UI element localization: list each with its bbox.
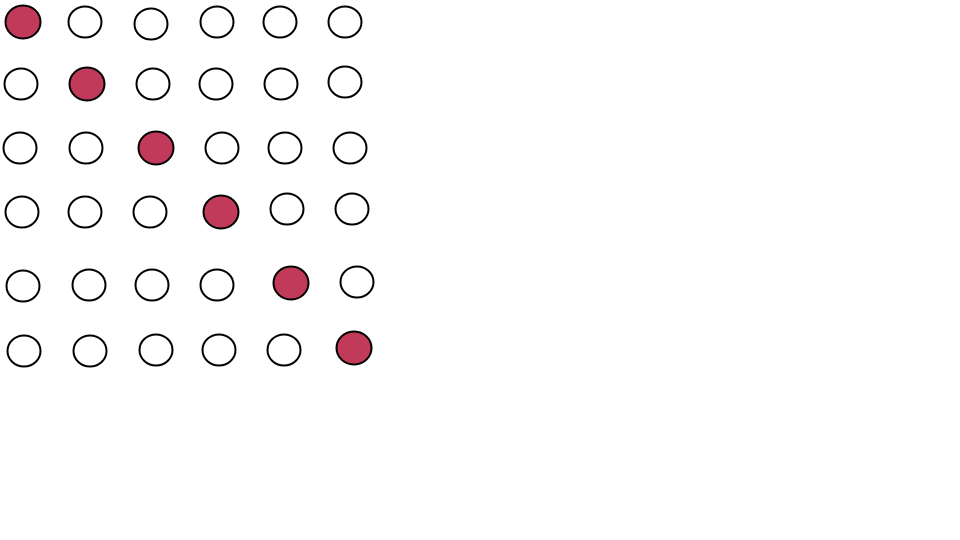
empty-dot-r2-c5 (263, 67, 299, 101)
empty-dot-r4-c5 (269, 192, 305, 226)
empty-dot-r2-c4 (198, 67, 234, 101)
empty-dot-r5-c2 (71, 268, 107, 302)
empty-dot-r2-c3 (135, 67, 171, 101)
empty-dot-r1-c5 (262, 5, 298, 39)
empty-dot-r4-c6 (334, 192, 370, 226)
empty-dot-r3-c1 (2, 131, 38, 165)
empty-dot-r6-c3 (138, 333, 174, 367)
filled-dot-r1-c1 (4, 4, 42, 40)
empty-dot-r6-c4 (201, 333, 237, 367)
empty-dot-r4-c1 (4, 195, 40, 229)
empty-dot-r6-c5 (266, 333, 302, 367)
empty-dot-r3-c5 (267, 131, 303, 165)
empty-dot-r2-c1 (3, 67, 39, 101)
empty-dot-r1-c3 (133, 7, 169, 41)
empty-dot-r3-c2 (68, 131, 104, 165)
empty-dot-r6-c2 (72, 334, 108, 368)
empty-dot-r2-c6 (327, 65, 363, 99)
dot-grid (2, 4, 375, 368)
empty-dot-r1-c2 (67, 5, 103, 39)
empty-dot-r3-c4 (204, 131, 240, 165)
empty-dot-r6-c1 (6, 334, 42, 368)
empty-dot-r5-c1 (5, 269, 41, 303)
filled-dot-r3-c3 (137, 130, 175, 166)
empty-dot-r5-c3 (134, 268, 170, 302)
filled-dot-r4-c4 (202, 194, 240, 230)
empty-dot-r1-c4 (199, 5, 235, 39)
empty-dot-r4-c3 (132, 195, 168, 229)
empty-dot-r3-c6 (332, 131, 368, 165)
empty-dot-r5-c4 (199, 268, 235, 302)
empty-dot-r4-c2 (67, 195, 103, 229)
filled-dot-r5-c5 (272, 265, 310, 301)
filled-dot-r2-c2 (68, 66, 106, 102)
empty-dot-r1-c6 (327, 5, 363, 39)
empty-dot-r5-c6 (339, 265, 375, 299)
filled-dot-r6-c6 (335, 330, 373, 366)
